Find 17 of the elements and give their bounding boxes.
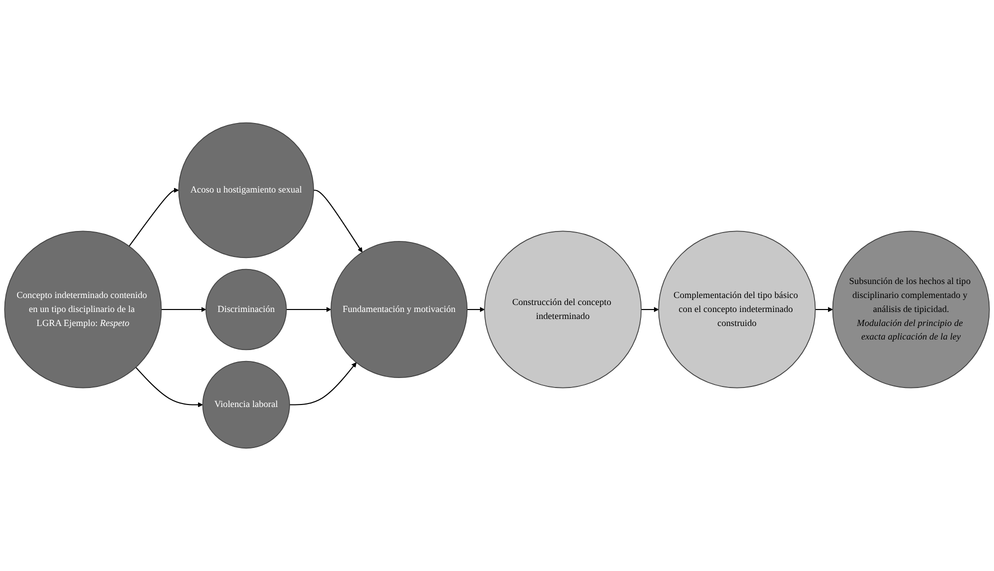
arrow: [314, 190, 362, 252]
node-circle: Subsunción de los hechos al tipo disciplinario complementado y análisis de tipicidad. Modulación del principio de exacta aplicación de la ley: [832, 230, 990, 388]
node-circle: Discriminación: [206, 268, 287, 350]
node-circle: Fundamentación y motivación: [330, 241, 468, 378]
arrow: [161, 306, 206, 312]
arrow: [135, 366, 203, 408]
arrow: [815, 306, 833, 312]
node-circle: Complementación del tipo básico con el concepto indeterminado construido: [658, 230, 816, 388]
arrow: [641, 306, 659, 312]
arrow: [128, 188, 179, 247]
arrow: [467, 306, 485, 312]
node-circle: Violencia laboral: [202, 360, 290, 449]
arrow: [286, 306, 332, 312]
node-circle: Concepto indeterminado contenido en un tipo disciplinario de la LGRA Ejemplo: Respeto: [4, 230, 162, 388]
node-circle: Acoso u hostigamiento sexual: [178, 122, 314, 258]
node-circle: Construcción del concepto indeterminado: [484, 230, 642, 388]
arrow: [290, 362, 357, 406]
